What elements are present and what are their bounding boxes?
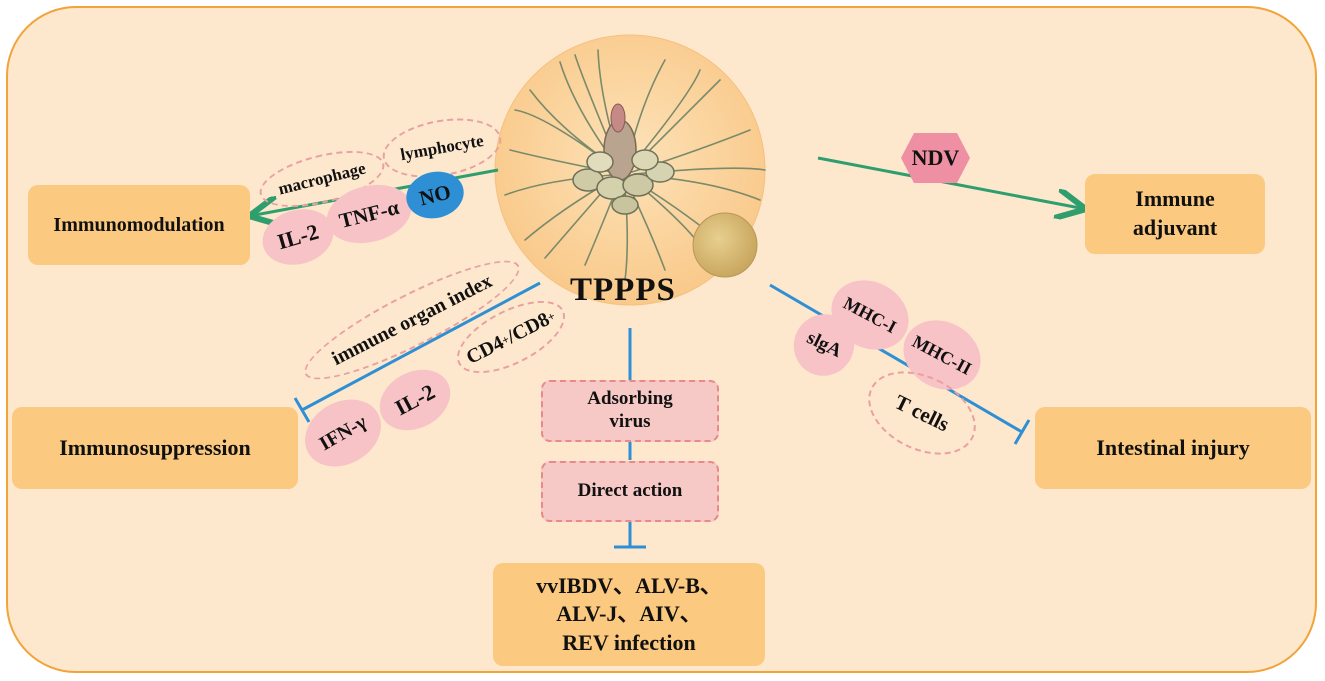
outcome-infection: vvIBDV、ALV-B、 ALV-J、AIV、 REV infection [493,563,765,666]
ndv-hexagon [901,133,970,183]
outcome-immunosuppression: Immunosuppression [12,407,298,489]
pine-cone-icon [572,103,675,215]
mechanism-adsorbing-virus: Adsorbing virus [541,380,719,442]
infection-line1: vvIBDV、ALV-B、 [536,572,722,598]
adsorbing-line1: Adsorbing [587,388,673,410]
immune-adjuvant-line1: Immune [1135,186,1215,212]
inhibit-infection [614,328,646,549]
center-label: TPPPS [570,272,676,308]
outcome-intestinal-injury: Intestinal injury [1035,407,1311,489]
outcome-immunomodulation: Immunomodulation [28,185,250,265]
immune-adjuvant-line2: adjuvant [1132,215,1218,240]
mechanism-direct-action: Direct action [541,461,719,522]
outcome-immune-adjuvant: Immune adjuvant [1085,174,1265,254]
inhibit-intestinal-injury [769,283,1031,445]
infection-line3: REV infection [562,629,696,655]
adsorbing-line2: virus [609,411,651,432]
powder-icon [692,212,758,278]
inhibit-immunosuppression [293,281,541,423]
infection-line2: ALV-J、AIV、 [556,601,702,627]
adjuvant-ndv-label: NDV [911,145,960,170]
